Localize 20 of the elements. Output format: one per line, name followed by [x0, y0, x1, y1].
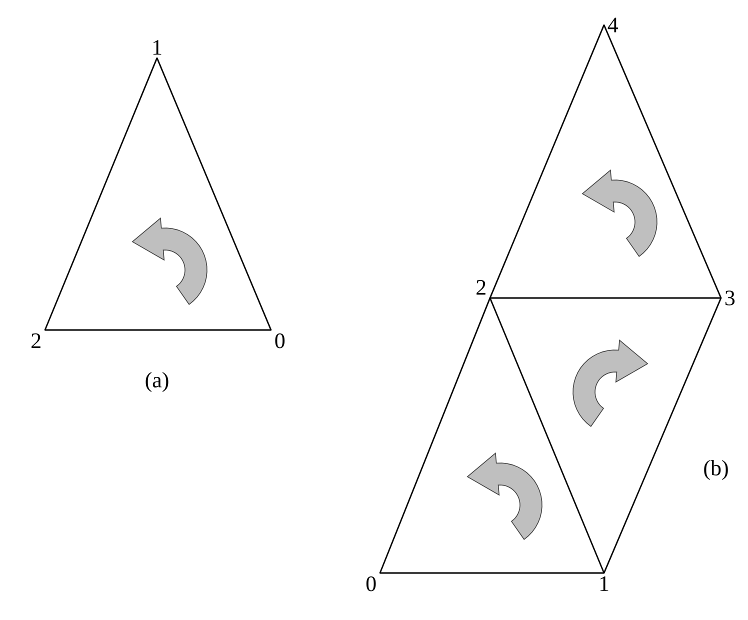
- triangle-edge: [490, 297, 722, 299]
- triangle-edge: [603, 24, 722, 298]
- triangle-edge: [603, 298, 722, 574]
- triangle-edge: [44, 58, 158, 330]
- vertex-label: 2: [476, 280, 486, 295]
- triangle-edge: [156, 58, 272, 330]
- figure-label: (a): [146, 372, 168, 392]
- vertex-label: 3: [725, 290, 735, 306]
- triangle-edge: [489, 24, 605, 298]
- triangle-edge: [44, 329, 272, 331]
- triangle-edge: [379, 298, 491, 574]
- vertex-label: 1: [600, 576, 608, 591]
- triangle-edge: [380, 572, 604, 574]
- vertex-label: 4: [608, 18, 618, 32]
- vertex-label: 1: [153, 40, 162, 55]
- figure-label: (b): [704, 460, 728, 480]
- vertex-label: 0: [366, 576, 376, 592]
- vertex-label: 2: [32, 333, 40, 348]
- triangle-edge: [489, 298, 605, 574]
- vertex-label: 0: [275, 333, 285, 348]
